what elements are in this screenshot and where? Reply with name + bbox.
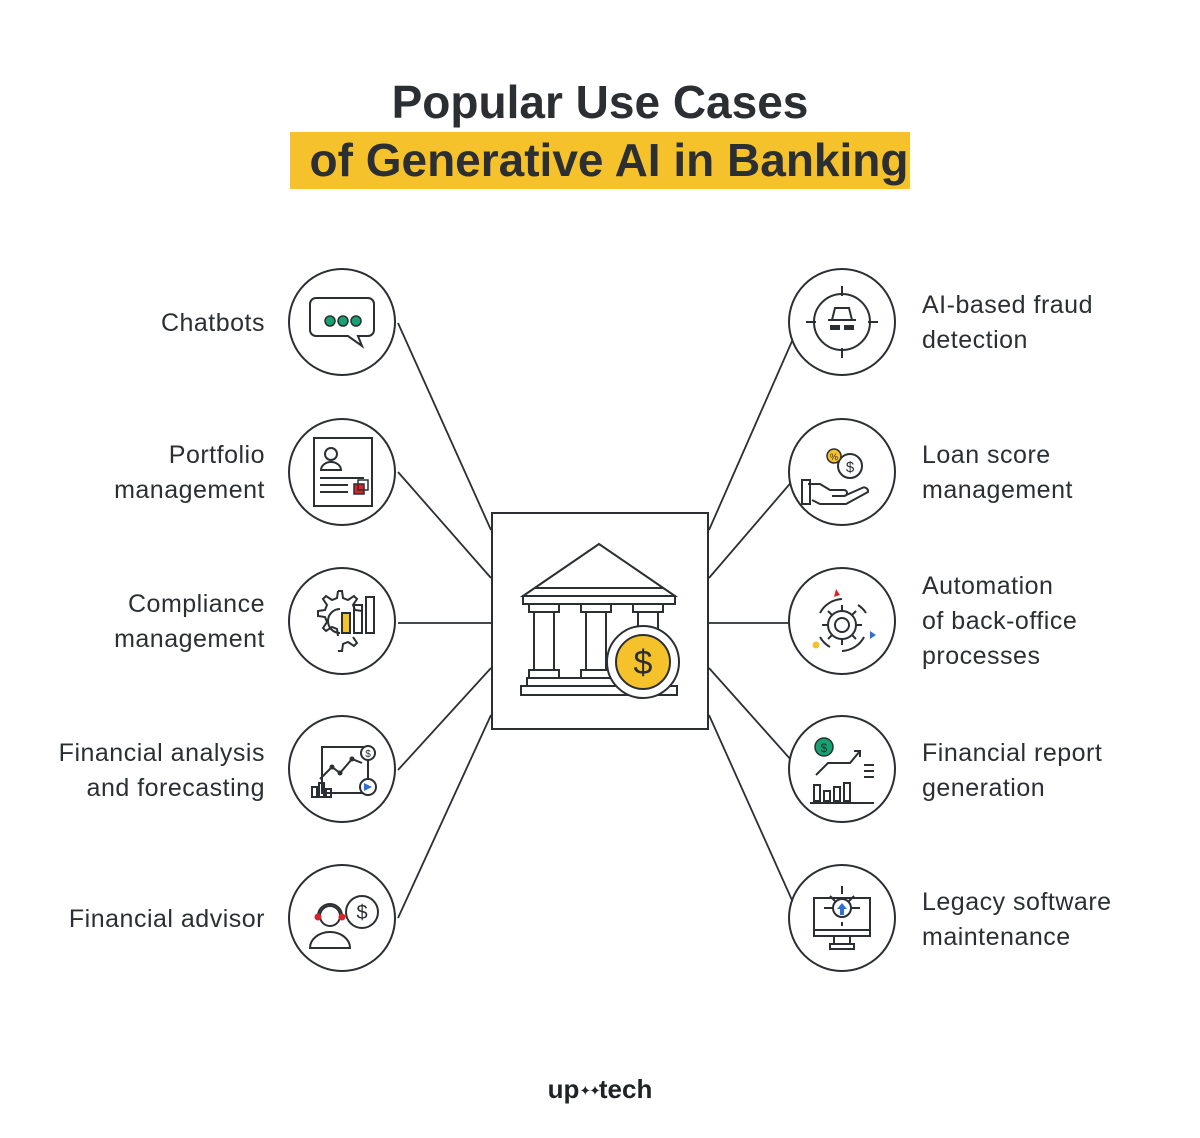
- bank-dollar-icon: $: [519, 542, 680, 699]
- advisor-headset-icon: $: [308, 895, 379, 949]
- coin-dollar-symbol: $: [634, 644, 653, 682]
- node-legacy[interactable]: [788, 864, 896, 972]
- uptech-logo: up✦✦tech: [547, 1074, 653, 1104]
- monitor-gear-icon: [813, 886, 871, 950]
- report-chart-icon: $: [810, 737, 874, 804]
- connector-chatbots: [397, 322, 492, 531]
- chat-bubble-icon: [309, 297, 375, 349]
- svg-text:$: $: [356, 902, 367, 924]
- center-bank-box: $: [491, 512, 709, 730]
- hand-money-bag-icon: % $: [801, 448, 870, 505]
- page-title-line1: Popular Use Cases: [391, 76, 809, 128]
- spy-target-icon: [806, 286, 878, 358]
- document-profile-icon: [313, 437, 373, 507]
- label-chatbots: Chatbots: [160, 309, 265, 337]
- connector-analysis: [397, 667, 492, 771]
- connector-fraud: [708, 322, 801, 531]
- connector-legacy: [708, 714, 801, 919]
- page-title-highlight: of Generative AI in Banking: [0, 132, 1200, 189]
- label-loan: Loan score management: [922, 441, 1073, 504]
- svg-text:$: $: [821, 741, 828, 755]
- node-portfolio[interactable]: [288, 418, 396, 526]
- analytics-chart-icon: $: [311, 745, 377, 798]
- node-report[interactable]: $: [788, 715, 896, 823]
- node-fraud[interactable]: [788, 268, 896, 376]
- node-automation[interactable]: [788, 567, 896, 675]
- gear-cycle-icon: [812, 589, 876, 652]
- svg-text:%: %: [830, 452, 838, 462]
- logo-mark-icon: ✦✦: [579, 1082, 601, 1099]
- connector-loan: [708, 471, 801, 579]
- svg-text:$: $: [846, 459, 855, 476]
- label-report: Financial report generation: [922, 739, 1103, 802]
- label-compliance: Compliance management: [114, 590, 265, 653]
- connector-portfolio: [397, 471, 492, 579]
- label-advisor: Financial advisor: [68, 905, 265, 933]
- connector-advisor: [397, 714, 492, 919]
- svg-text:$: $: [365, 749, 371, 760]
- label-fraud: AI-based fraud detection: [922, 291, 1093, 354]
- label-automation: Automation of back-office processes: [922, 572, 1078, 670]
- node-advisor[interactable]: $: [288, 864, 396, 972]
- page-title-line2: of Generative AI in Banking: [289, 132, 911, 189]
- connector-report: [708, 667, 801, 771]
- node-compliance[interactable]: [288, 567, 396, 675]
- label-analysis: Financial analysis and forecasting: [58, 739, 265, 802]
- node-loan[interactable]: % $: [788, 418, 896, 526]
- label-legacy: Legacy software maintenance: [922, 888, 1112, 951]
- gear-chart-icon: [317, 590, 375, 652]
- node-analysis[interactable]: $: [288, 715, 396, 823]
- label-portfolio: Portfolio management: [114, 441, 265, 504]
- node-chatbots[interactable]: [288, 268, 396, 376]
